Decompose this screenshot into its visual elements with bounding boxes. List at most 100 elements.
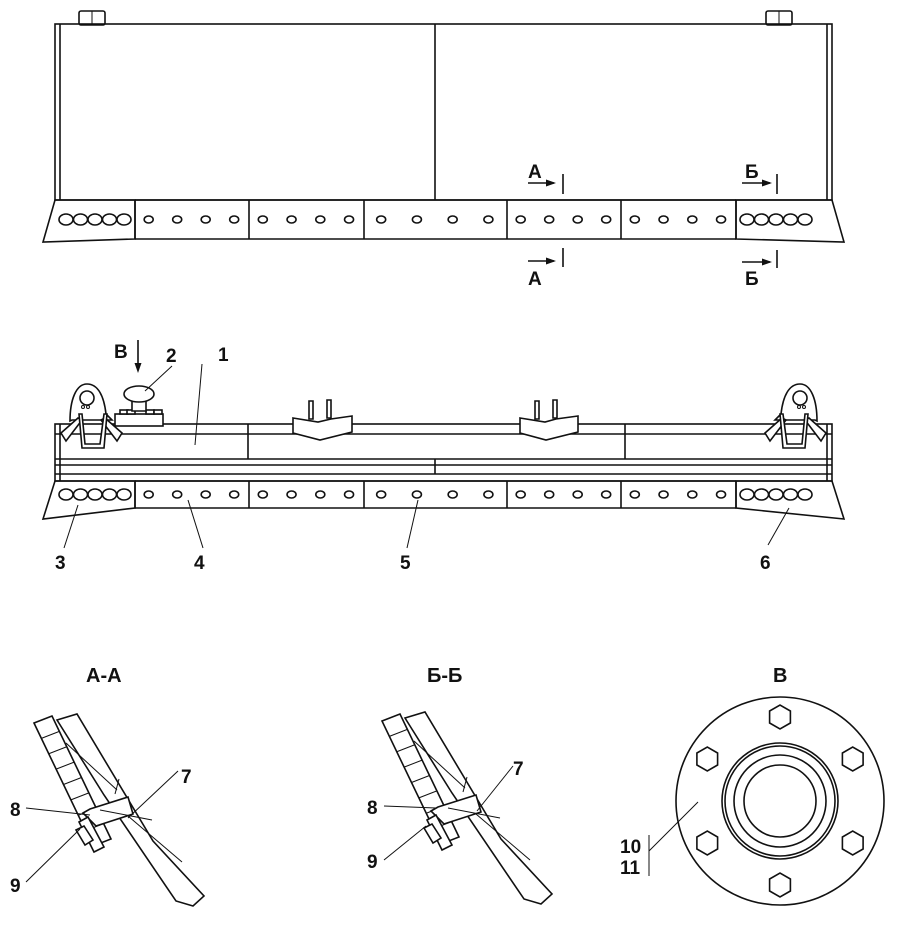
lug-clevis <box>78 413 108 449</box>
bolt-hole <box>228 490 240 499</box>
bolt-hole <box>257 215 269 224</box>
section-a-a: А-А 8 7 9 <box>10 665 206 907</box>
view-v-marker-label: В <box>114 342 128 363</box>
bolt-hole <box>753 213 770 226</box>
hex-bolt-icon <box>768 704 792 730</box>
corner-lug-left <box>59 383 124 449</box>
bolt-hole <box>658 490 669 499</box>
section-b-b: Б-Б 8 7 9 <box>367 665 554 905</box>
bolt-hole <box>715 490 727 499</box>
bolt-hole <box>753 488 770 501</box>
callout-10: 10 <box>620 837 641 858</box>
bolt-hole <box>768 213 784 226</box>
callout-5: 5 <box>400 553 411 574</box>
lug-pin-hole <box>79 390 95 406</box>
bolt-hole <box>447 490 458 499</box>
nut <box>74 824 95 847</box>
section-marker-b: Б Б <box>742 162 778 290</box>
section-a-label-top: А <box>528 162 542 183</box>
hex-bolt-icon <box>696 830 719 856</box>
bolt-hole <box>58 213 74 226</box>
bolt-hole <box>768 488 784 501</box>
bolt-hole <box>658 215 669 224</box>
bolt-hole <box>715 215 727 224</box>
hex-bolt-icon <box>841 830 864 856</box>
hydraulic-mount <box>114 385 164 427</box>
bolt-hole <box>447 215 458 224</box>
bolt-hole <box>375 490 387 499</box>
bolt-hole <box>72 488 89 501</box>
bolt-hole <box>739 213 755 226</box>
section-b-b-title: Б-Б <box>427 665 462 687</box>
bolt-hole <box>797 213 813 226</box>
top-lug-right <box>765 10 793 26</box>
arrow-icon <box>762 258 772 266</box>
bolt-hole <box>87 213 103 226</box>
bolt-hole <box>600 490 612 499</box>
callout-2: 2 <box>166 346 177 367</box>
view-v: В 10 11 <box>620 665 885 906</box>
callout-7-b: 7 <box>513 759 524 780</box>
bolt-hole <box>411 215 423 224</box>
bolt-hole <box>572 215 583 224</box>
bolt-hole <box>200 490 211 499</box>
arrow-down-icon <box>134 363 142 373</box>
bolt-hole <box>228 215 240 224</box>
cutting-edge-strip <box>41 199 846 243</box>
bolt-hole <box>782 213 799 226</box>
top-lug-left <box>78 10 106 26</box>
callout-3: 3 <box>55 553 66 574</box>
callout-4: 4 <box>194 553 205 574</box>
bolt-hole <box>143 215 154 224</box>
front-view: А А Б Б <box>41 10 846 290</box>
bolt-hole <box>782 488 799 501</box>
bolt-hole <box>543 490 555 499</box>
bolt-hole <box>87 488 103 501</box>
bolt-hole <box>739 488 755 501</box>
end-bit-right <box>735 199 846 243</box>
hex-bolt-icon <box>768 872 792 898</box>
bolt-hole <box>343 215 355 224</box>
bolt-hole <box>797 488 813 501</box>
callout-8-a: 8 <box>10 800 21 821</box>
bolt-hole <box>629 490 641 499</box>
callouts-top-view: 1 2 3 4 5 6 <box>55 345 790 574</box>
bolt-hole <box>116 213 132 226</box>
bolt-hole <box>629 215 641 224</box>
cutting-edge-strip-top <box>41 480 846 520</box>
bolt-hole <box>543 215 555 224</box>
bolt-hole <box>515 490 526 499</box>
top-view: В 1 2 3 4 5 6 <box>41 340 846 574</box>
callout-7-a: 7 <box>181 767 192 788</box>
arrow-icon <box>546 257 556 265</box>
bolt-hole <box>257 490 269 499</box>
callout-9-a: 9 <box>10 876 21 897</box>
bolt-hole <box>314 490 326 499</box>
callout-8-b: 8 <box>367 798 378 819</box>
bolt-hole <box>314 215 326 224</box>
arrow-icon <box>762 179 772 187</box>
bolt-hole <box>343 490 355 499</box>
bolt-hole <box>58 488 74 501</box>
corner-lug-right <box>763 383 828 449</box>
bolt-hole <box>101 488 118 501</box>
bolt-hole <box>171 215 183 224</box>
callout-11: 11 <box>620 858 641 879</box>
hex-bolt-icon <box>696 746 719 772</box>
bolt-hole <box>411 490 423 499</box>
bolt-hole <box>483 490 494 499</box>
bolt-hole <box>143 490 154 499</box>
bolt-hole <box>600 215 612 224</box>
bolt-hole <box>686 490 698 499</box>
bolt-hole <box>483 215 494 224</box>
bolt-hole <box>286 490 297 499</box>
lug-clevis <box>779 413 809 449</box>
bolt-hole <box>200 215 211 224</box>
section-marker-a: А А <box>528 162 564 290</box>
bolt-hole <box>686 215 698 224</box>
bolt-hole <box>375 215 387 224</box>
callout-9-b: 9 <box>367 852 378 873</box>
bolt-hole <box>286 215 297 224</box>
section-a-a-title: А-А <box>86 665 122 687</box>
